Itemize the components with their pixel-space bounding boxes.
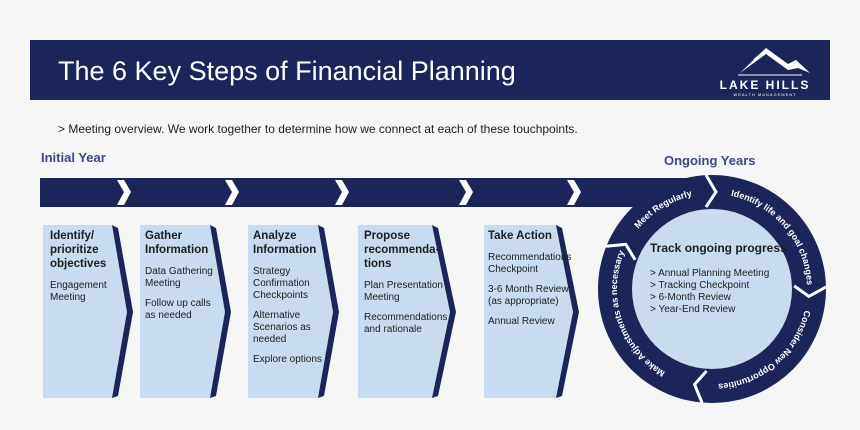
title-banner: The 6 Key Steps of Financial Planning LA… xyxy=(30,40,830,100)
chevron-icon xyxy=(692,370,708,404)
step-card-analyze: Analyze Information Strategy Confirmatio… xyxy=(253,230,322,365)
step-card-action: Take Action Recommendations Checkpoint 3… xyxy=(488,230,572,327)
track-circle xyxy=(632,209,792,369)
ongoing-years-label: Ongoing Years xyxy=(664,153,756,168)
chevron-icon xyxy=(606,242,637,261)
chevron-icon xyxy=(335,180,349,205)
timeline-chevrons xyxy=(117,180,581,205)
lake-hills-logo: LAKE HILLS WEALTH MANAGEMENT xyxy=(710,42,820,98)
step-card-propose: Propose recommenda-tions Plan Presentati… xyxy=(364,230,448,335)
chevron-icon xyxy=(225,180,239,205)
step-shapes xyxy=(43,225,579,398)
chevron-icon xyxy=(793,284,827,299)
ring-chevrons xyxy=(606,174,827,404)
timeline-bar xyxy=(40,178,720,207)
mountain-icon xyxy=(738,48,810,76)
track-progress-panel: Track ongoing progress > Annual Planning… xyxy=(650,241,787,315)
chevron-icon xyxy=(567,180,581,205)
step-card-gather: Gather Information Data Gathering Meetin… xyxy=(145,230,213,321)
chevron-icon xyxy=(459,180,473,205)
chevron-icon xyxy=(117,180,131,205)
page-title: The 6 Key Steps of Financial Planning xyxy=(58,56,516,86)
overview-text: > Meeting overview. We work together to … xyxy=(58,122,578,136)
chevron-icon xyxy=(704,174,718,208)
step-card-identify: Identify/ prioritize objectives Engageme… xyxy=(50,230,107,303)
initial-year-label: Initial Year xyxy=(41,150,106,165)
